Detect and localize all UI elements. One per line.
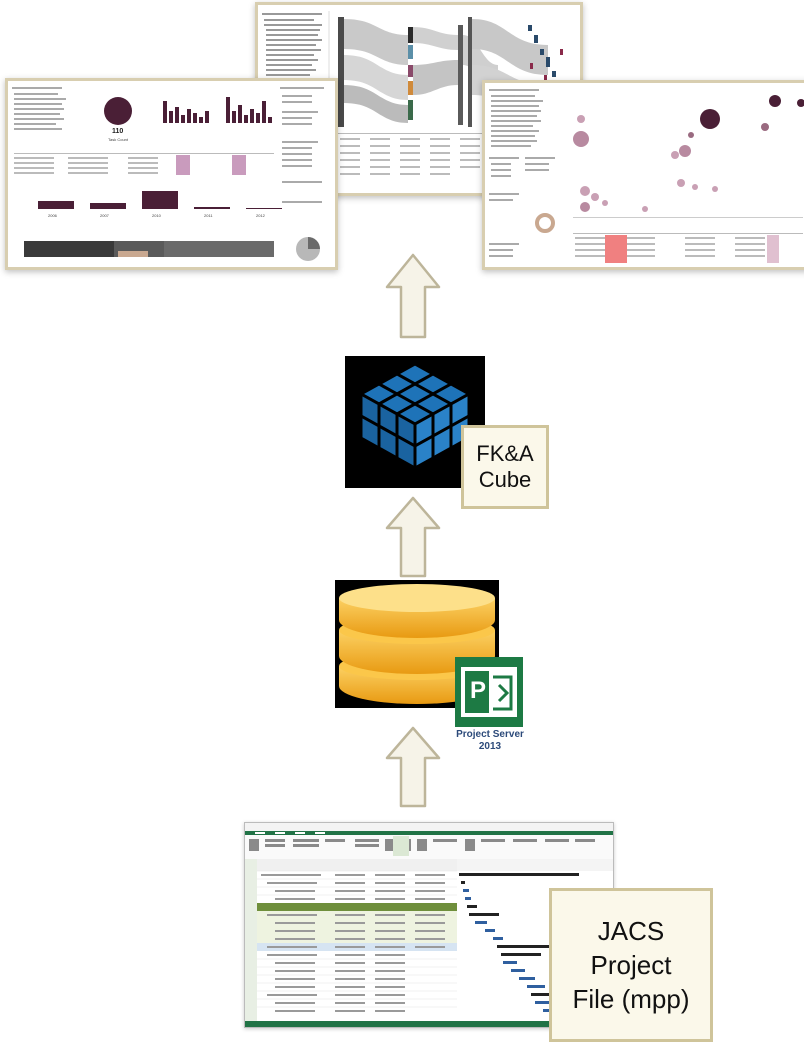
cube-label: FK&A Cube bbox=[461, 425, 549, 509]
cube-label-line1: FK&A bbox=[476, 441, 534, 466]
year-label: 2011 bbox=[204, 213, 213, 218]
up-arrow-icon bbox=[385, 726, 441, 808]
task-count-value: 110 bbox=[112, 128, 124, 135]
year-label: 2006 bbox=[48, 213, 57, 218]
project-server-glyph: P bbox=[469, 677, 486, 704]
project-file-label-line3: File (mpp) bbox=[572, 984, 690, 1014]
dashboard-screenshot-right bbox=[482, 80, 804, 270]
year-label: 2007 bbox=[100, 213, 109, 218]
project-file-label-line1: JACS bbox=[597, 916, 665, 946]
cube-icon bbox=[345, 356, 485, 488]
project-server-caption: Project Server 2013 bbox=[445, 729, 535, 753]
ms-project-content bbox=[245, 823, 613, 1027]
year-label: 2010 bbox=[152, 213, 161, 218]
project-file-label-line2: Project bbox=[590, 950, 672, 980]
project-server-icon: P bbox=[455, 657, 523, 727]
up-arrow-icon bbox=[385, 496, 441, 578]
project-server-caption-line2: 2013 bbox=[478, 741, 502, 752]
project-server-caption-line1: Project Server bbox=[456, 729, 524, 740]
project-file-label: JACS Project File (mpp) bbox=[549, 888, 713, 1042]
cube-label-line2: Cube bbox=[478, 467, 532, 492]
year-label: 2012 bbox=[256, 213, 265, 218]
dashboard-left-content bbox=[8, 81, 335, 267]
task-count-caption: Task Count bbox=[108, 137, 129, 142]
up-arrow-icon bbox=[385, 253, 441, 339]
dashboard-right-content bbox=[485, 83, 804, 267]
dashboard-screenshot-left: 110 Task Count 2006 2007 2010 2011 2012 bbox=[5, 78, 338, 270]
